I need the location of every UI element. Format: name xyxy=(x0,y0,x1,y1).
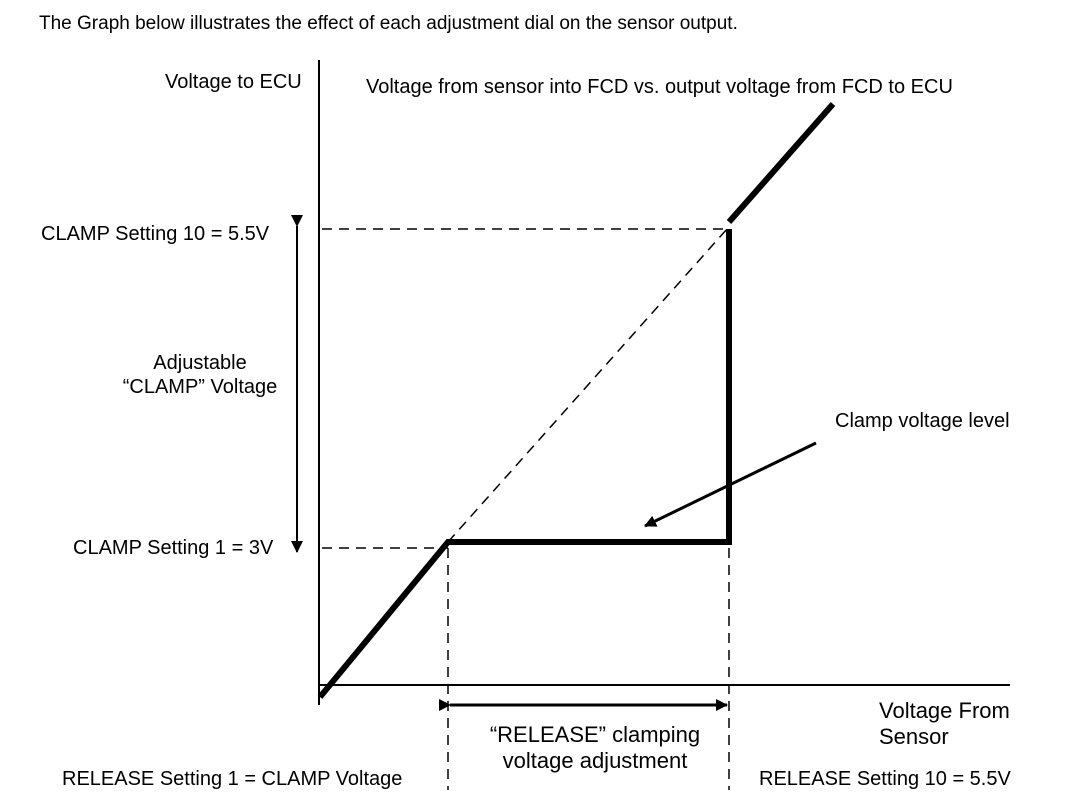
intro-text: The Graph below illustrates the effect o… xyxy=(39,13,738,34)
release-setting-1-label: RELEASE Setting 1 = CLAMP Voltage xyxy=(62,768,403,790)
output-curve xyxy=(317,102,836,699)
clamp-voltage-level-label: Clamp voltage level xyxy=(835,410,1010,432)
y-axis-label: Voltage to ECU xyxy=(165,71,302,93)
release-setting-10-label: RELEASE Setting 10 = 5.5V xyxy=(759,768,1011,790)
output-clamped-segment xyxy=(317,229,732,699)
release-adjustment-label: “RELEASE” clamping voltage adjustment xyxy=(489,722,701,773)
clamp-setting-1-label: CLAMP Setting 1 = 3V xyxy=(73,537,274,559)
unclamped-diagonal-guide xyxy=(447,228,728,543)
dashed-guides xyxy=(322,228,730,790)
clamp-level-pointer xyxy=(644,441,817,528)
adjustable-clamp-label: Adjustable “CLAMP” Voltage xyxy=(122,352,278,398)
output-upper-segment xyxy=(726,102,836,224)
clamp-setting-10-label: CLAMP Setting 10 = 5.5V xyxy=(41,223,270,245)
x-axis-label: Voltage From Sensor xyxy=(879,698,1010,749)
diagram-title: Voltage from sensor into FCD vs. output … xyxy=(366,76,953,98)
